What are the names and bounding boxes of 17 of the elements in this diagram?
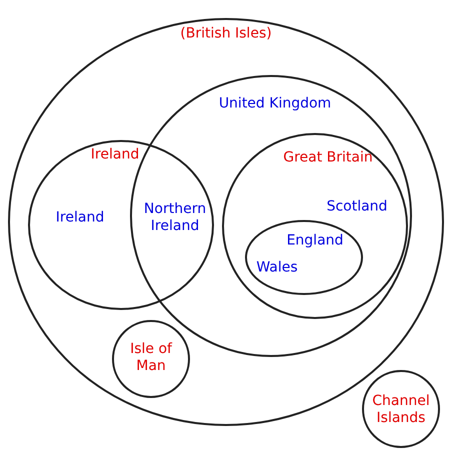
region-label: Northern Ireland [142,201,208,235]
region-label: Scotland [326,198,388,216]
region-circle [362,370,440,448]
region-label: Wales [256,260,298,276]
region-label: England [286,232,344,250]
region-label: United Kingdom [218,96,332,112]
region-label: Channel Islands [371,393,431,427]
region-ellipse [245,220,363,295]
region-label: Great Britain [283,150,373,166]
region-circle [8,18,444,426]
region-label: (British Isles) [180,26,272,42]
region-label: Ireland [56,210,104,226]
region-circle [112,320,190,398]
region-circle [28,140,214,310]
region-label: Ireland [90,146,140,164]
region-circle [222,133,408,319]
region-label: Isle of Man [129,341,174,375]
